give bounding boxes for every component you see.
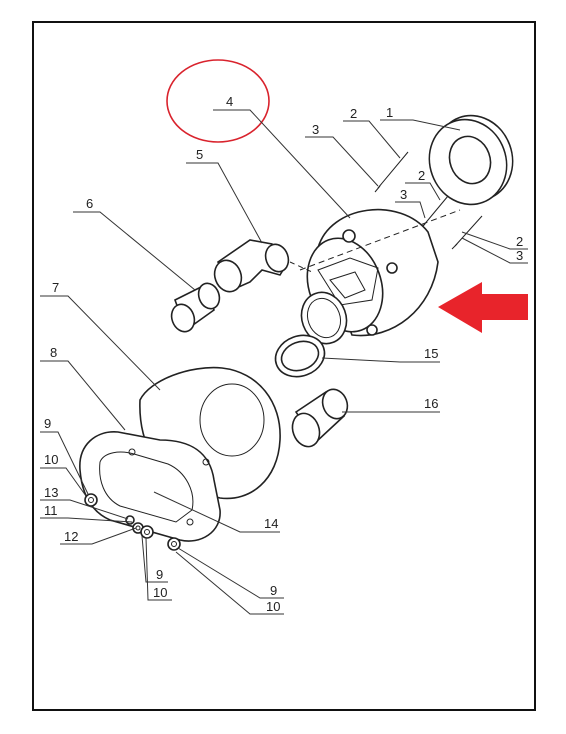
- callout-9: 9: [270, 583, 277, 598]
- callout-11: 11: [44, 503, 58, 518]
- part-5-elbow-pipe: [213, 239, 313, 293]
- callout-13: 13: [44, 485, 58, 500]
- part-6-short-pipe: [170, 282, 221, 333]
- part-16-coupling-sleeve: [291, 388, 349, 448]
- motor-housing: [299, 209, 461, 345]
- callout-3: 3: [312, 122, 319, 137]
- callout-2: 2: [418, 168, 425, 183]
- callout-3: 3: [400, 187, 407, 202]
- callout-10: 10: [266, 599, 280, 614]
- leader-lines: [40, 109, 528, 615]
- callout-4: 4: [226, 94, 233, 109]
- callout-5: 5: [196, 147, 203, 162]
- callout-12: 12: [64, 529, 78, 544]
- callout-1: 1: [386, 105, 393, 120]
- fastener-hardware: [84, 493, 181, 551]
- callout-10: 10: [153, 585, 167, 600]
- part-8-mounting-plate: [79, 431, 221, 542]
- callout-3: 3: [516, 248, 523, 263]
- callout-9: 9: [44, 416, 51, 431]
- part-15-clamp-ring: [274, 334, 326, 378]
- callout-6: 6: [86, 196, 93, 211]
- callout-9: 9: [156, 567, 163, 582]
- callout-2: 2: [350, 106, 357, 121]
- callout-7: 7: [52, 280, 59, 295]
- callout-2: 2: [516, 234, 523, 249]
- callout-8: 8: [50, 345, 57, 360]
- callout-labels: 1 2 3 4 5 2 3 6 2 3 7 8 15 16 9 10 13 11…: [44, 94, 523, 614]
- part-1-flange-ring: [428, 114, 514, 206]
- callout-15: 15: [424, 346, 438, 361]
- callout-16: 16: [424, 396, 438, 411]
- callout-10: 10: [44, 452, 58, 467]
- direction-arrow-icon: [438, 282, 528, 333]
- highlight-circle: [166, 59, 270, 143]
- part-2-3-bolts: [374, 151, 483, 250]
- callout-14: 14: [264, 516, 278, 531]
